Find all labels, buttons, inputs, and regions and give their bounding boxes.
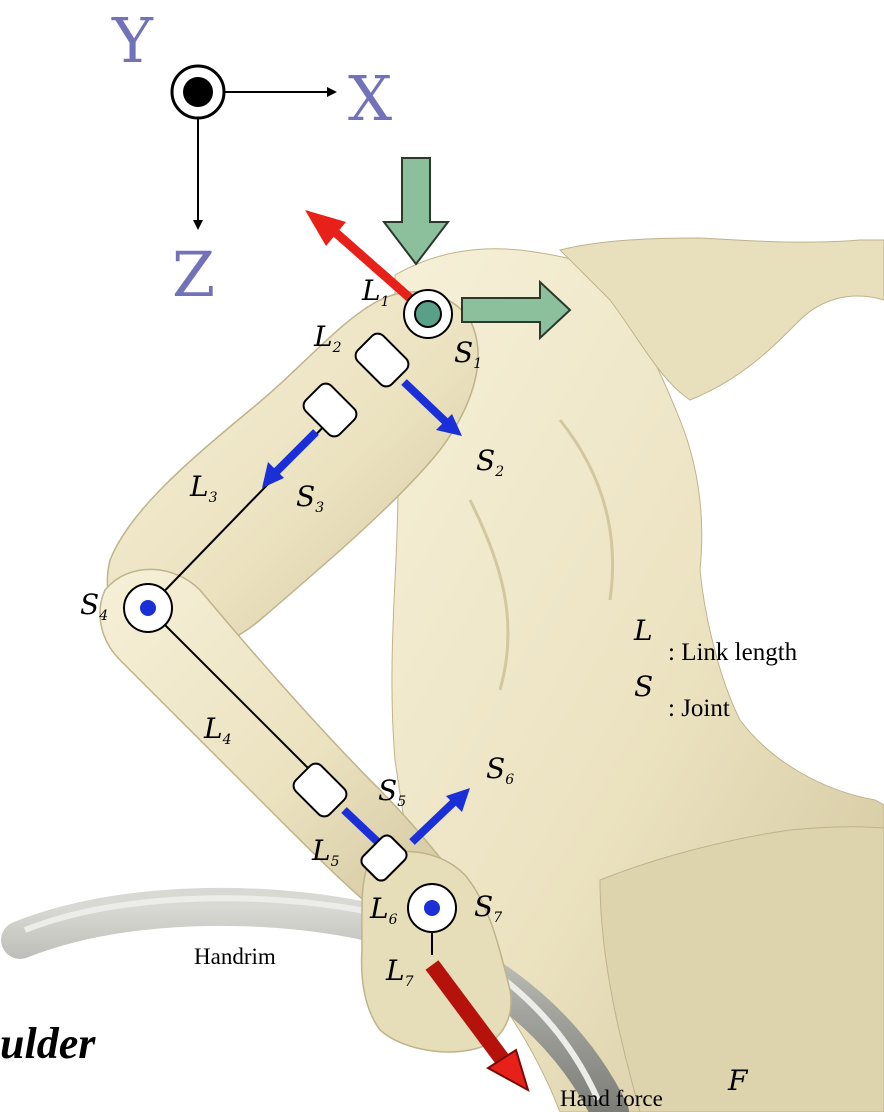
- joint-s7-inner: [424, 900, 440, 916]
- legend-joint-text: : Joint: [668, 695, 730, 722]
- axis-label-y: Y: [111, 4, 154, 77]
- handrim-label: Handrim: [194, 944, 276, 969]
- legend-link-symbol: L: [633, 614, 653, 647]
- hand-force-label: Hand force: [560, 1086, 663, 1111]
- legend-link-text: : Link length: [668, 639, 798, 666]
- legend-joint-symbol: S: [634, 670, 653, 703]
- axis-label-z: Z: [172, 238, 215, 311]
- shoulder-caption: ulder: [0, 1019, 96, 1068]
- force-symbol-label: F: [727, 1064, 749, 1097]
- axis-label-x: X: [348, 62, 392, 135]
- joint-s1-inner: [415, 301, 441, 327]
- coordinate-frame: Y X Z: [111, 4, 392, 311]
- green-down-arrow-icon: [384, 158, 448, 264]
- y-axis-dot: [183, 77, 213, 107]
- joint-s4-inner: [140, 600, 156, 616]
